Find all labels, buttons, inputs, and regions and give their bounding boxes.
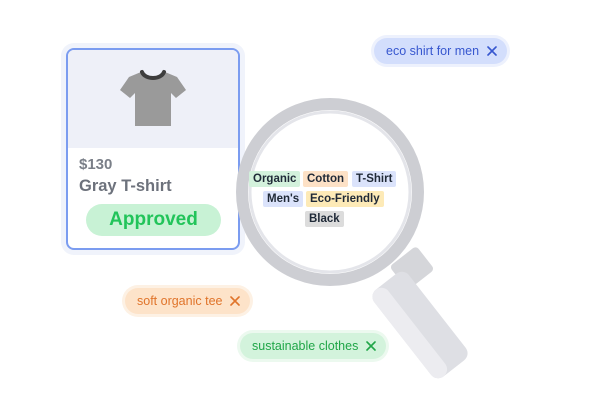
tag-black: Black (305, 211, 344, 227)
close-icon[interactable] (487, 46, 497, 56)
product-name: Gray T-shirt (79, 177, 172, 195)
query-chip-sustainable[interactable]: sustainable clothes (240, 333, 387, 359)
tag-cotton: Cotton (303, 171, 349, 187)
product-image (68, 50, 238, 148)
close-icon[interactable] (230, 296, 241, 306)
query-chip-label: sustainable clothes (252, 339, 359, 353)
product-card[interactable]: $130 Gray T-shirt Approved (66, 48, 240, 250)
tshirt-icon (120, 70, 186, 126)
query-chip-eco-shirt[interactable]: eco shirt for men (374, 38, 508, 64)
query-chip-soft-organic[interactable]: soft organic tee (125, 288, 251, 314)
query-chip-label: eco shirt for men (386, 44, 480, 58)
product-price: $130 (79, 156, 113, 173)
tag-tshirt: T-Shirt (352, 171, 397, 187)
status-badge: Approved (86, 204, 221, 236)
tag-eco-friendly: Eco-Friendly (306, 191, 384, 207)
query-chip-label: soft organic tee (137, 294, 223, 308)
tag-mens: Men's (263, 191, 304, 207)
close-icon[interactable] (366, 341, 377, 351)
tag-organic: Organic (249, 171, 301, 187)
